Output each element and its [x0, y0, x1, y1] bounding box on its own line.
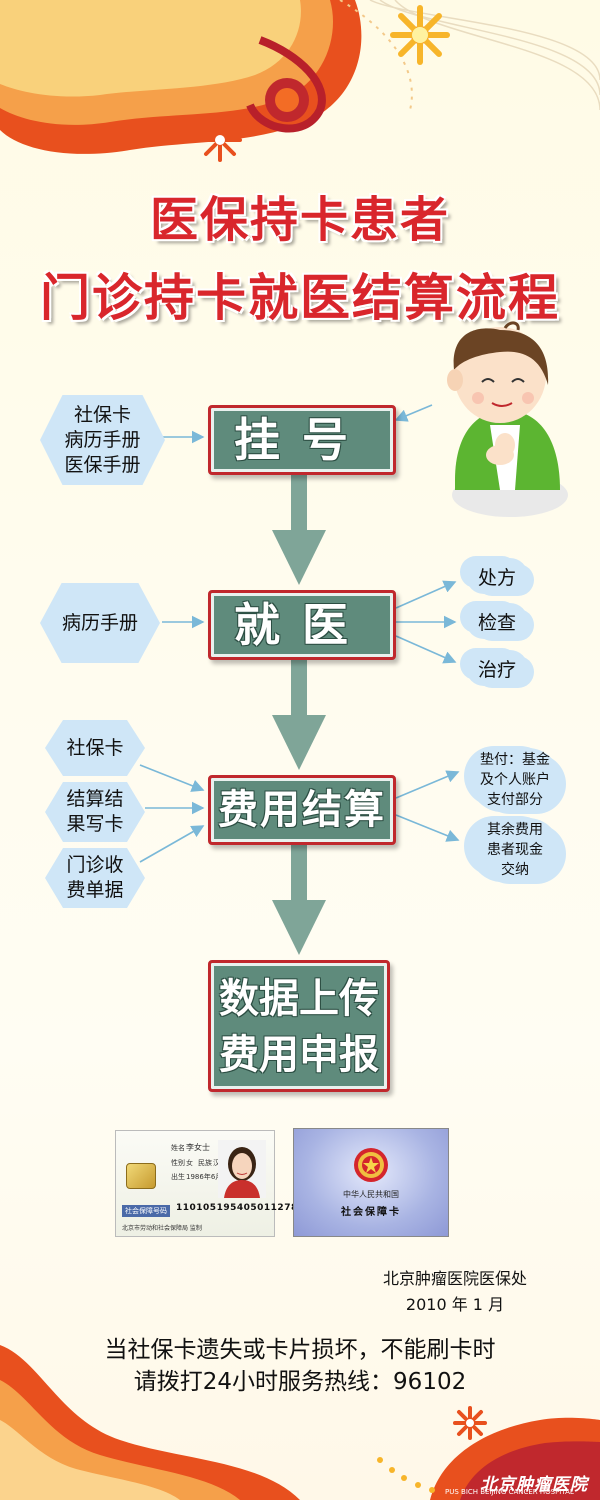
boy-character: [447, 321, 568, 517]
cloud-text: 治疗: [477, 658, 516, 681]
hex-register-docs: 社保卡 病历手册 医保手册: [40, 395, 165, 485]
cloud-text: 处方: [477, 566, 516, 589]
cloud-cash-payment: 其余费用 患者现金 交纳: [470, 818, 560, 882]
hex-text: 门诊收: [66, 854, 124, 876]
organization-name: 北京肿瘤医院医保处: [382, 1269, 527, 1288]
cloud-text: 支付部分: [487, 792, 543, 808]
hex-settle-write: 结算结 果写卡: [45, 782, 145, 842]
hex-text: 费单据: [66, 879, 124, 901]
notice-line-1: 当社保卡遗失或卡片损坏，不能刷卡时: [104, 1337, 496, 1363]
cloud-prescription: 处方: [466, 558, 528, 594]
hex-visit-docs: 病历手册: [40, 583, 160, 663]
step-upload-line-2: 费用申报: [219, 1032, 379, 1078]
title-line-2: 门诊持卡就医结算流程: [40, 269, 560, 327]
card-title: 社会保障卡: [341, 1207, 401, 1218]
step-visit: 就医: [208, 590, 396, 660]
cloud-text: 其余费用: [487, 822, 543, 838]
cloud-fund-payment: 垫付：基金 及个人账户 支付部分: [470, 748, 560, 812]
card-birth-label: 出生: [171, 1173, 185, 1181]
card-birth: 1986年6月22日: [186, 1173, 239, 1181]
card-number: 110105195405011278: [176, 1203, 298, 1213]
chip-icon: [126, 1163, 156, 1189]
card-name-label: 姓名: [171, 1144, 185, 1152]
card-name: 李女士: [186, 1143, 210, 1152]
card-gender: 女: [186, 1159, 193, 1167]
hex-text: 病历手册: [64, 428, 141, 451]
step-upload-line-1: 数据上传: [219, 976, 379, 1022]
hex-settle-receipt: 门诊收 费单据: [45, 848, 145, 908]
hex-text: 社保卡: [73, 403, 131, 426]
step-upload: 数据上传 费用申报: [208, 960, 390, 1092]
hospital-logo-subtext: PUS BICH BEIJING CANCER HOSPITAL: [445, 1488, 574, 1496]
cloud-text: 及个人账户: [480, 772, 550, 788]
cloud-text: 患者现金: [487, 842, 543, 858]
hex-text: 果写卡: [66, 813, 124, 835]
social-security-card-back: 中华人民共和国 社会保障卡: [293, 1128, 449, 1237]
flow-arrows: [272, 472, 326, 955]
card-number-label: 社会保障号码: [122, 1205, 170, 1217]
hex-text: 社保卡: [66, 736, 124, 759]
notice-line-2: 请拨打24小时服务热线：96102: [133, 1369, 467, 1395]
hex-settle-card: 社保卡: [45, 720, 145, 776]
title-line-1: 医保持卡患者: [149, 192, 450, 248]
hospital-logo-text: 北京肿瘤医院: [480, 1475, 588, 1495]
cloud-text: 交纳: [501, 862, 529, 878]
cloud-text: 检查: [477, 611, 516, 634]
cloud-text: 垫付：基金: [480, 752, 550, 768]
hex-text: 结算结: [66, 788, 124, 810]
card-country: 中华人民共和国: [343, 1190, 399, 1199]
step-settle: 费用结算: [208, 775, 396, 845]
card-issuer: 北京市劳动和社会保障局 监制: [122, 1225, 202, 1232]
hex-text: 医保手册: [64, 453, 141, 476]
hex-text: 病历手册: [61, 611, 138, 634]
cloud-examination: 检查: [466, 603, 528, 639]
publish-date: 2010 年 1 月: [405, 1295, 505, 1314]
step-register: 挂号: [208, 405, 396, 475]
cloud-treatment: 治疗: [466, 650, 528, 686]
card-gender-label: 性别: [171, 1159, 185, 1167]
national-emblem-icon: [354, 1148, 388, 1182]
card-photo: [218, 1140, 266, 1198]
card-ethnic: 汉: [213, 1159, 220, 1167]
card-ethnic-label: 民族: [198, 1159, 212, 1167]
